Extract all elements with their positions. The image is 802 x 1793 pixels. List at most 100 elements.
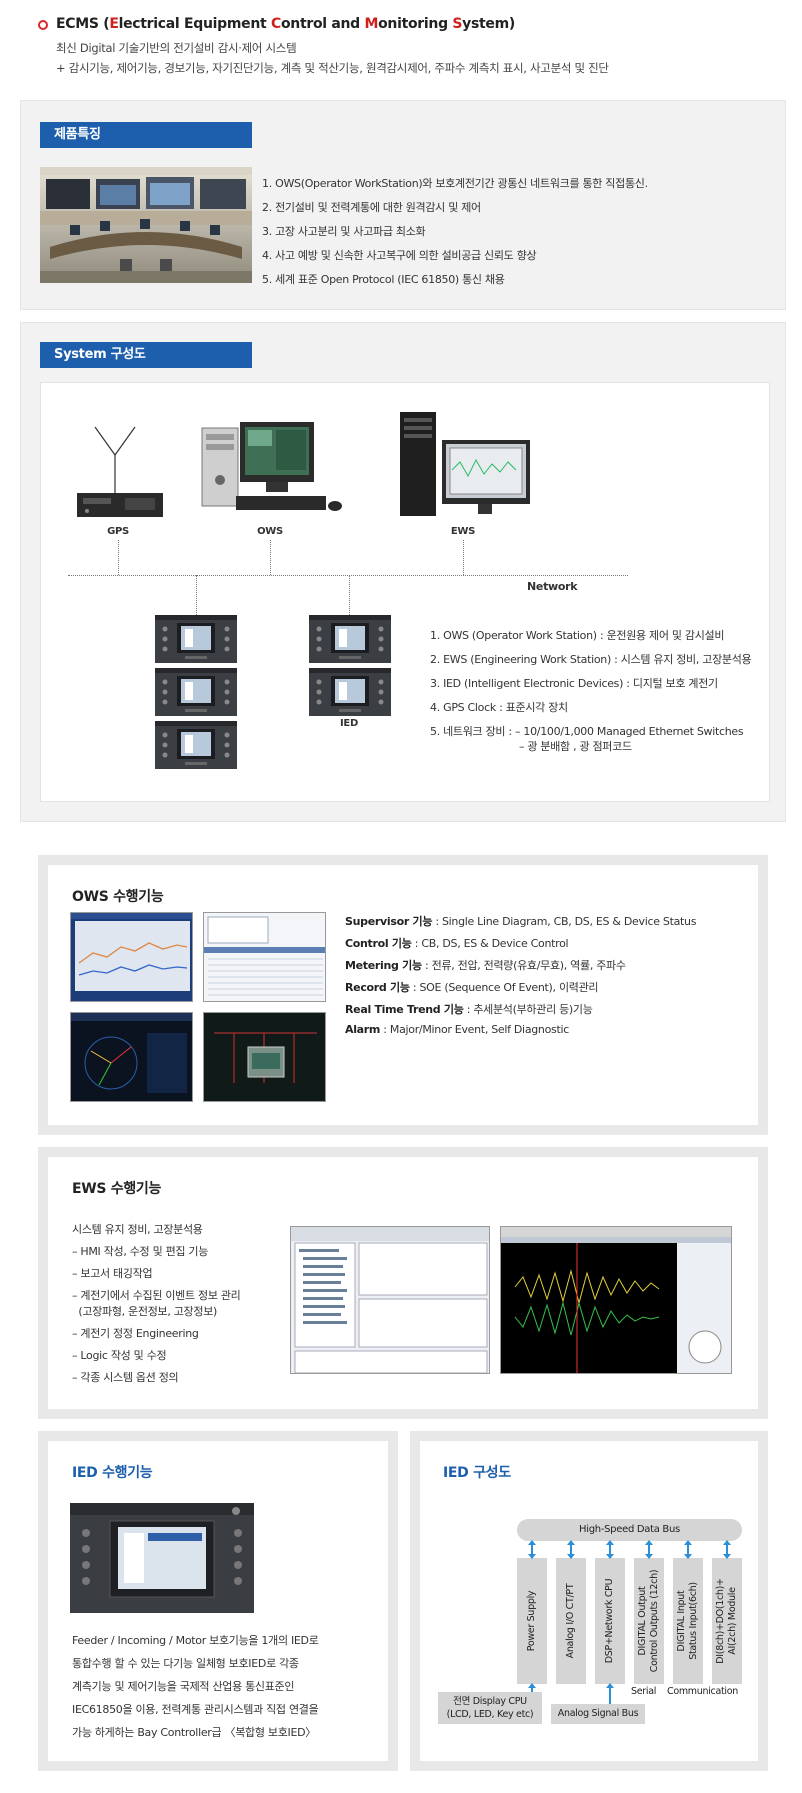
- feature-item: 5. 세계 표준 Open Protocol (IEC 61850) 통신 채용: [262, 273, 505, 286]
- ied-unit-image: [155, 615, 237, 663]
- ews-network-link: [463, 540, 464, 575]
- ied-description-line: IEC61850을 이용, 전력계통 관리시스템과 직접 연결을: [72, 1703, 319, 1716]
- bus-arrow: [528, 1540, 536, 1559]
- title-text-segment: ECMS (: [56, 16, 110, 32]
- ied-description-line: 계측기능 및 제어기능을 국제적 산업용 통신표준인: [72, 1680, 295, 1693]
- ows-function-name: Record 기능: [345, 981, 410, 994]
- ews-config-screenshot: [290, 1226, 490, 1374]
- title-text-segment: onitoring: [378, 16, 453, 32]
- title-highlight-letter: S: [452, 16, 463, 32]
- system-legend-item: 4. GPS Clock : 표준시각 장치: [430, 701, 568, 714]
- gps-network-link: [118, 540, 119, 575]
- system-legend-item: 5. 네트워크 장비 : – 10/100/1,000 Managed Ethe…: [430, 725, 744, 738]
- ows-function-desc: : SOE (Sequence Of Event), 이력관리: [409, 981, 599, 994]
- ows-function-item: Supervisor 기능 : Single Line Diagram, CB,…: [345, 913, 696, 929]
- title-text-segment: ystem): [462, 16, 516, 32]
- ows-function-desc: : Single Line Diagram, CB, DS, ES & Devi…: [432, 915, 697, 928]
- analog-signal-bus: Analog Signal Bus: [551, 1704, 645, 1724]
- ews-waveform-screenshot: [500, 1226, 732, 1374]
- title-text-segment: ontrol and: [280, 16, 365, 32]
- ows-phasor-screenshot: [70, 1012, 193, 1102]
- gps-device-image: [75, 425, 165, 520]
- system-legend-item: 2. EWS (Engineering Work Station) : 시스템 …: [430, 653, 752, 666]
- bus-arrow: [723, 1540, 731, 1559]
- bus-arrow: [645, 1540, 653, 1559]
- bus-arrow: [684, 1540, 692, 1559]
- system-legend-item: – 광 분배함 , 광 점퍼코드: [519, 740, 632, 753]
- ows-function-item: Record 기능 : SOE (Sequence Of Event), 이력관…: [345, 979, 599, 995]
- ied-module-label: DI(8ch)+DO(1ch)+AI(2ch) Module: [715, 1578, 738, 1664]
- ied-module-label: DSP+Network CPU: [604, 1578, 615, 1664]
- ows-function-item: Alarm : Major/Minor Event, Self Diagnost…: [345, 1023, 569, 1036]
- ows-function-name: Control 기능: [345, 937, 412, 950]
- ows-function-desc: : 전류, 전압, 전력량(유효/무효), 역률, 주파수: [421, 959, 626, 972]
- ied-network-link-1: [196, 575, 197, 615]
- ied-config-title: IED 구성도: [443, 1465, 511, 1481]
- ied-module: DI(8ch)+DO(1ch)+AI(2ch) Module: [712, 1558, 742, 1684]
- ied-description-line: 통합수행 할 수 있는 다기능 일체형 보호IED로 각종: [72, 1657, 299, 1670]
- title-bullet-icon: [38, 20, 48, 30]
- feature-item: 4. 사고 예방 및 신속한 사고복구에 의한 설비공급 신뢰도 향상: [262, 249, 537, 262]
- feature-item: 2. 전기설비 및 전력계통에 대한 원격감시 및 제어: [262, 201, 481, 214]
- ows-function-name: Alarm: [345, 1023, 381, 1036]
- front-display-cpu: 전면 Display CPU(LCD, LED, Key etc): [438, 1692, 542, 1724]
- title-highlight-letter: E: [109, 16, 119, 32]
- ews-function-item: – 각종 시스템 옵션 정의: [72, 1371, 179, 1384]
- ows-network-link: [270, 540, 271, 575]
- system-legend-item: 1. OWS (Operator Work Station) : 운전원용 제어…: [430, 629, 725, 642]
- control-room-photo: [40, 167, 252, 283]
- ied-description-line: 가능 하게하는 Bay Controller급 〈복합형 보호IED〉: [72, 1726, 316, 1739]
- ied-module: Power Supply: [517, 1558, 547, 1684]
- ied-label: IED: [340, 718, 358, 729]
- system-legend-item: 3. IED (Intelligent Electronic Devices) …: [430, 677, 718, 690]
- ows-title: OWS 수행기능: [72, 889, 164, 905]
- ied-unit-image: [155, 668, 237, 716]
- ews-function-item: – 계전기 정정 Engineering: [72, 1327, 199, 1340]
- ows-workstation-image: [200, 420, 345, 520]
- title-highlight-letter: M: [364, 16, 379, 32]
- ied-unit-image: [309, 615, 391, 663]
- ows-function-name: Real Time Trend 기능: [345, 1003, 464, 1016]
- ied-description-line: Feeder / Incoming / Motor 보호기능을 1개의 IED로: [72, 1634, 319, 1647]
- bus-arrow: [606, 1540, 614, 1559]
- ows-function-item: Control 기능 : CB, DS, ES & Device Control: [345, 935, 569, 951]
- ows-function-desc: : 추세분석(부하관리 등)기능: [463, 1003, 593, 1016]
- ied-module: DSP+Network CPU: [595, 1558, 625, 1684]
- ows-function-item: Real Time Trend 기능 : 추세분석(부하관리 등)기능: [345, 1001, 593, 1017]
- ows-function-name: Metering 기능: [345, 959, 422, 972]
- ows-function-desc: : CB, DS, ES & Device Control: [411, 937, 569, 950]
- ied-func-title: IED 수행기능: [72, 1465, 153, 1481]
- title-text-segment: lectrical Equipment: [118, 16, 271, 32]
- feature-item: 3. 고장 사고분리 및 사고파급 최소화: [262, 225, 426, 238]
- bus-arrow: [567, 1540, 575, 1559]
- ied-network-link-2: [349, 575, 350, 615]
- network-line: [68, 575, 628, 576]
- ied-module-label: Power Supply: [526, 1590, 537, 1652]
- ied-module: Analog I/O CT/PT: [556, 1558, 586, 1684]
- title-highlight-letter: C: [271, 16, 281, 32]
- function-summary: + 감시기능, 제어기능, 경보기능, 자기진단기능, 계측 및 적산기능, 원…: [56, 61, 609, 75]
- communication-label: Communication: [667, 1686, 738, 1697]
- ews-function-item: – Logic 작성 및 수정: [72, 1349, 167, 1362]
- feature-item: 1. OWS(Operator WorkStation)와 보호계전기간 광통신…: [262, 177, 648, 190]
- ied-front-panel-image: [70, 1503, 254, 1613]
- ews-function-item: 시스템 유지 정비, 고장분석용: [72, 1223, 203, 1236]
- ews-function-item: – 보고서 태깅작업: [72, 1267, 153, 1280]
- ews-workstation-image: [398, 410, 533, 520]
- ied-unit-image: [309, 668, 391, 716]
- page-title: ECMS (Electrical Equipment Control and M…: [56, 16, 515, 32]
- ows-label: OWS: [257, 526, 283, 537]
- ied-module-label: Analog I/O CT/PT: [565, 1583, 576, 1659]
- system-tag: System 구성도: [40, 342, 252, 368]
- features-tag: 제품특징: [40, 122, 252, 148]
- gps-label: GPS: [107, 526, 129, 537]
- subtitle: 최신 Digital 기술기반의 전기설비 감시·제어 시스템: [56, 41, 297, 55]
- high-speed-data-bus: High-Speed Data Bus: [517, 1519, 742, 1541]
- serial-label: Serial: [631, 1686, 657, 1697]
- ews-label: EWS: [450, 526, 476, 537]
- ows-function-desc: : Major/Minor Event, Self Diagnostic: [380, 1023, 569, 1036]
